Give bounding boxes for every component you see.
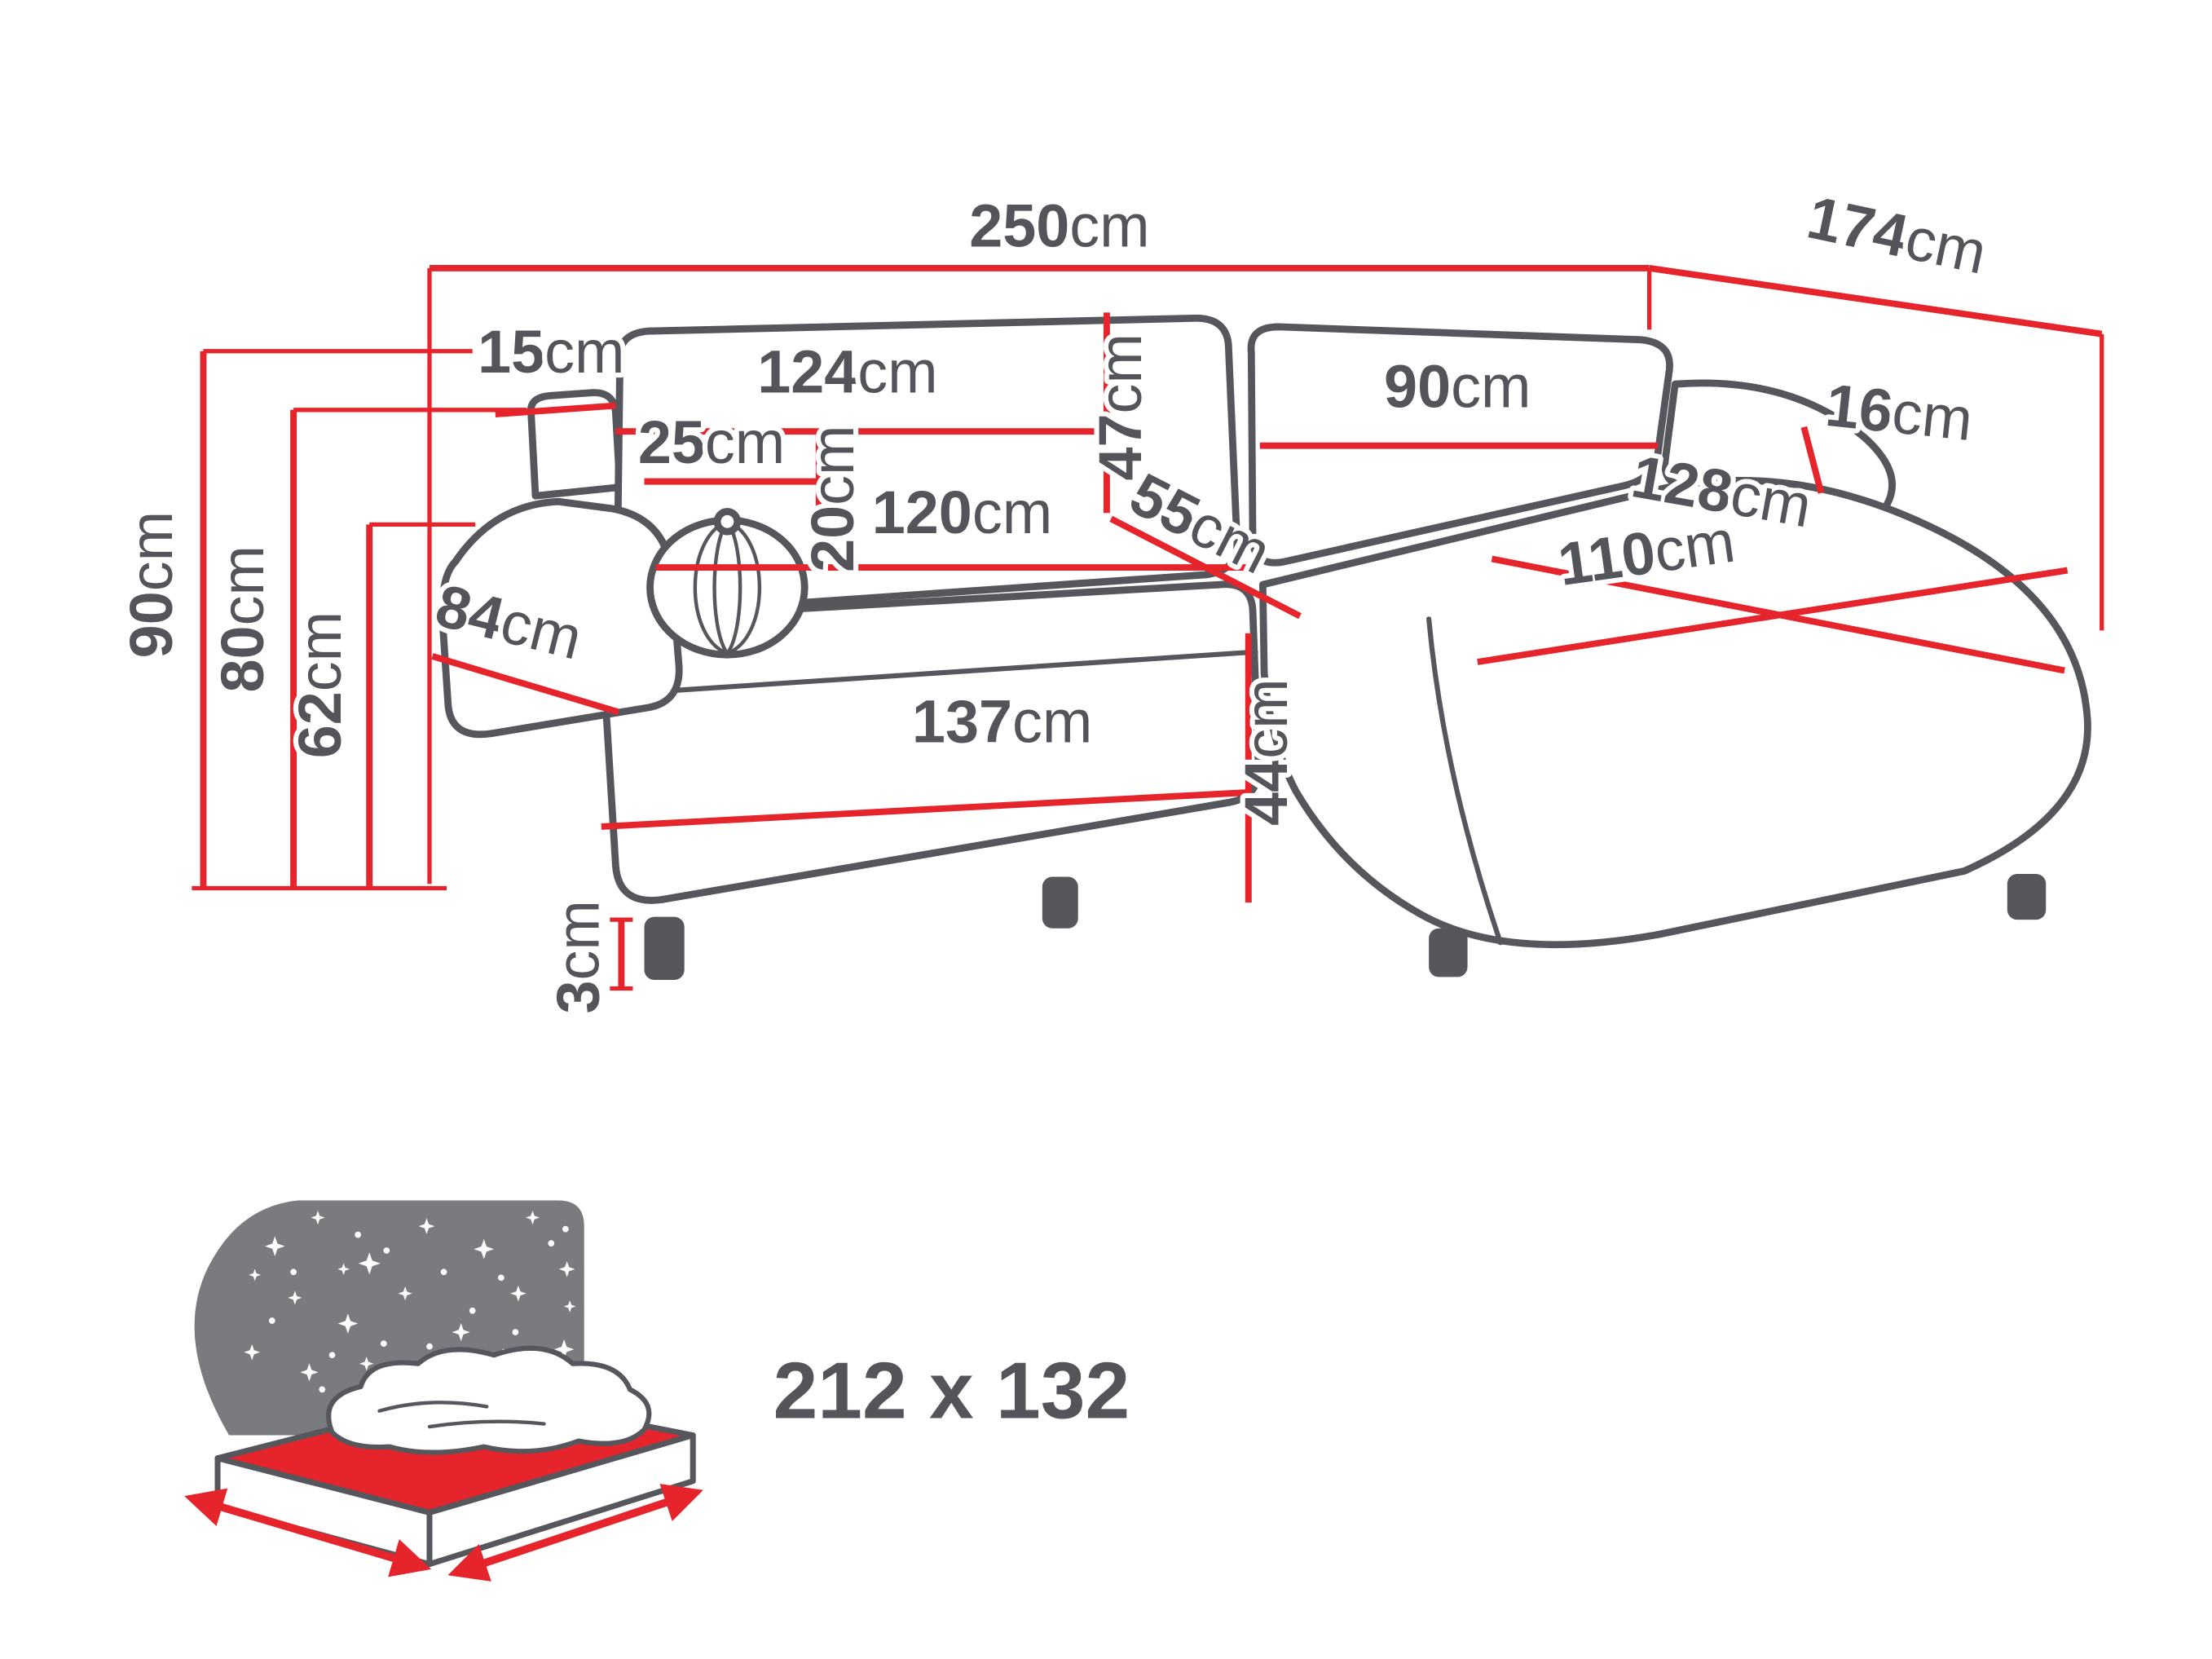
dim-label-62: 62cm xyxy=(286,611,354,758)
dim-line-84 xyxy=(431,653,620,716)
round-bolster-pillow xyxy=(646,516,809,659)
dim-label-15: 15cm xyxy=(478,318,624,386)
sofa-leg-front-middle xyxy=(1042,876,1078,929)
dim-label-90-height: 90cm xyxy=(117,511,185,658)
seat-edge-seam xyxy=(604,649,1258,698)
bolster-seam-outer-left xyxy=(693,519,729,655)
dim-label-120: 120cm xyxy=(872,479,1052,546)
sofa-leg-chaise-left xyxy=(1429,928,1468,977)
dim-line-55 xyxy=(1109,515,1302,620)
dim-label-137: 137cm xyxy=(912,687,1092,755)
dim-label-44: 44cm xyxy=(1232,678,1300,825)
left-armrest-post xyxy=(527,389,624,500)
dim-label-47: 47cm xyxy=(1086,333,1154,480)
dim-label-124: 124cm xyxy=(757,338,937,406)
dim-line-15 xyxy=(495,402,616,418)
sofa-leg-chaise-right xyxy=(2007,873,2047,920)
dim-label-20: 20cm xyxy=(799,426,866,572)
bed-width-arrow xyxy=(447,1484,703,1582)
dim-line-137 xyxy=(601,788,1252,830)
bolster-seam-outer-right xyxy=(725,519,762,655)
dimension-labels: 250cm 174cm 90cm 80cm 62cm 15cm 124cm 47… xyxy=(112,178,1998,1440)
dim-label-174: 174cm xyxy=(1802,183,1993,287)
bed-size-label: 212 x 132 xyxy=(773,1345,1130,1435)
dim-label-25: 25cm xyxy=(638,408,785,476)
duvet xyxy=(326,1345,652,1455)
bolster-knot xyxy=(713,508,742,536)
duvet-fold-1 xyxy=(377,1401,489,1413)
sleeping-area-icon xyxy=(184,1200,703,1582)
dim-label-90-width: 90cm xyxy=(1384,352,1531,420)
dim-line-174 xyxy=(1649,264,2103,338)
bed-length-arrow xyxy=(184,1488,432,1577)
chaise-seam xyxy=(1426,616,1504,946)
dimension-lines xyxy=(192,264,2104,991)
dim-label-250: 250cm xyxy=(969,192,1149,260)
dim-label-84: 84cm xyxy=(430,571,588,673)
dim-label-3: 3cm xyxy=(544,900,611,1013)
duvet-fold-2 xyxy=(427,1419,546,1429)
dim-label-80: 80cm xyxy=(209,545,276,692)
sofa-leg-front-left xyxy=(644,916,685,980)
dim-label-16: 16cm xyxy=(1822,371,1976,453)
dim-line-110 xyxy=(1477,567,2069,665)
dim-line-16 xyxy=(1800,426,1825,494)
dim-label-128: 128cm xyxy=(1627,442,1816,540)
